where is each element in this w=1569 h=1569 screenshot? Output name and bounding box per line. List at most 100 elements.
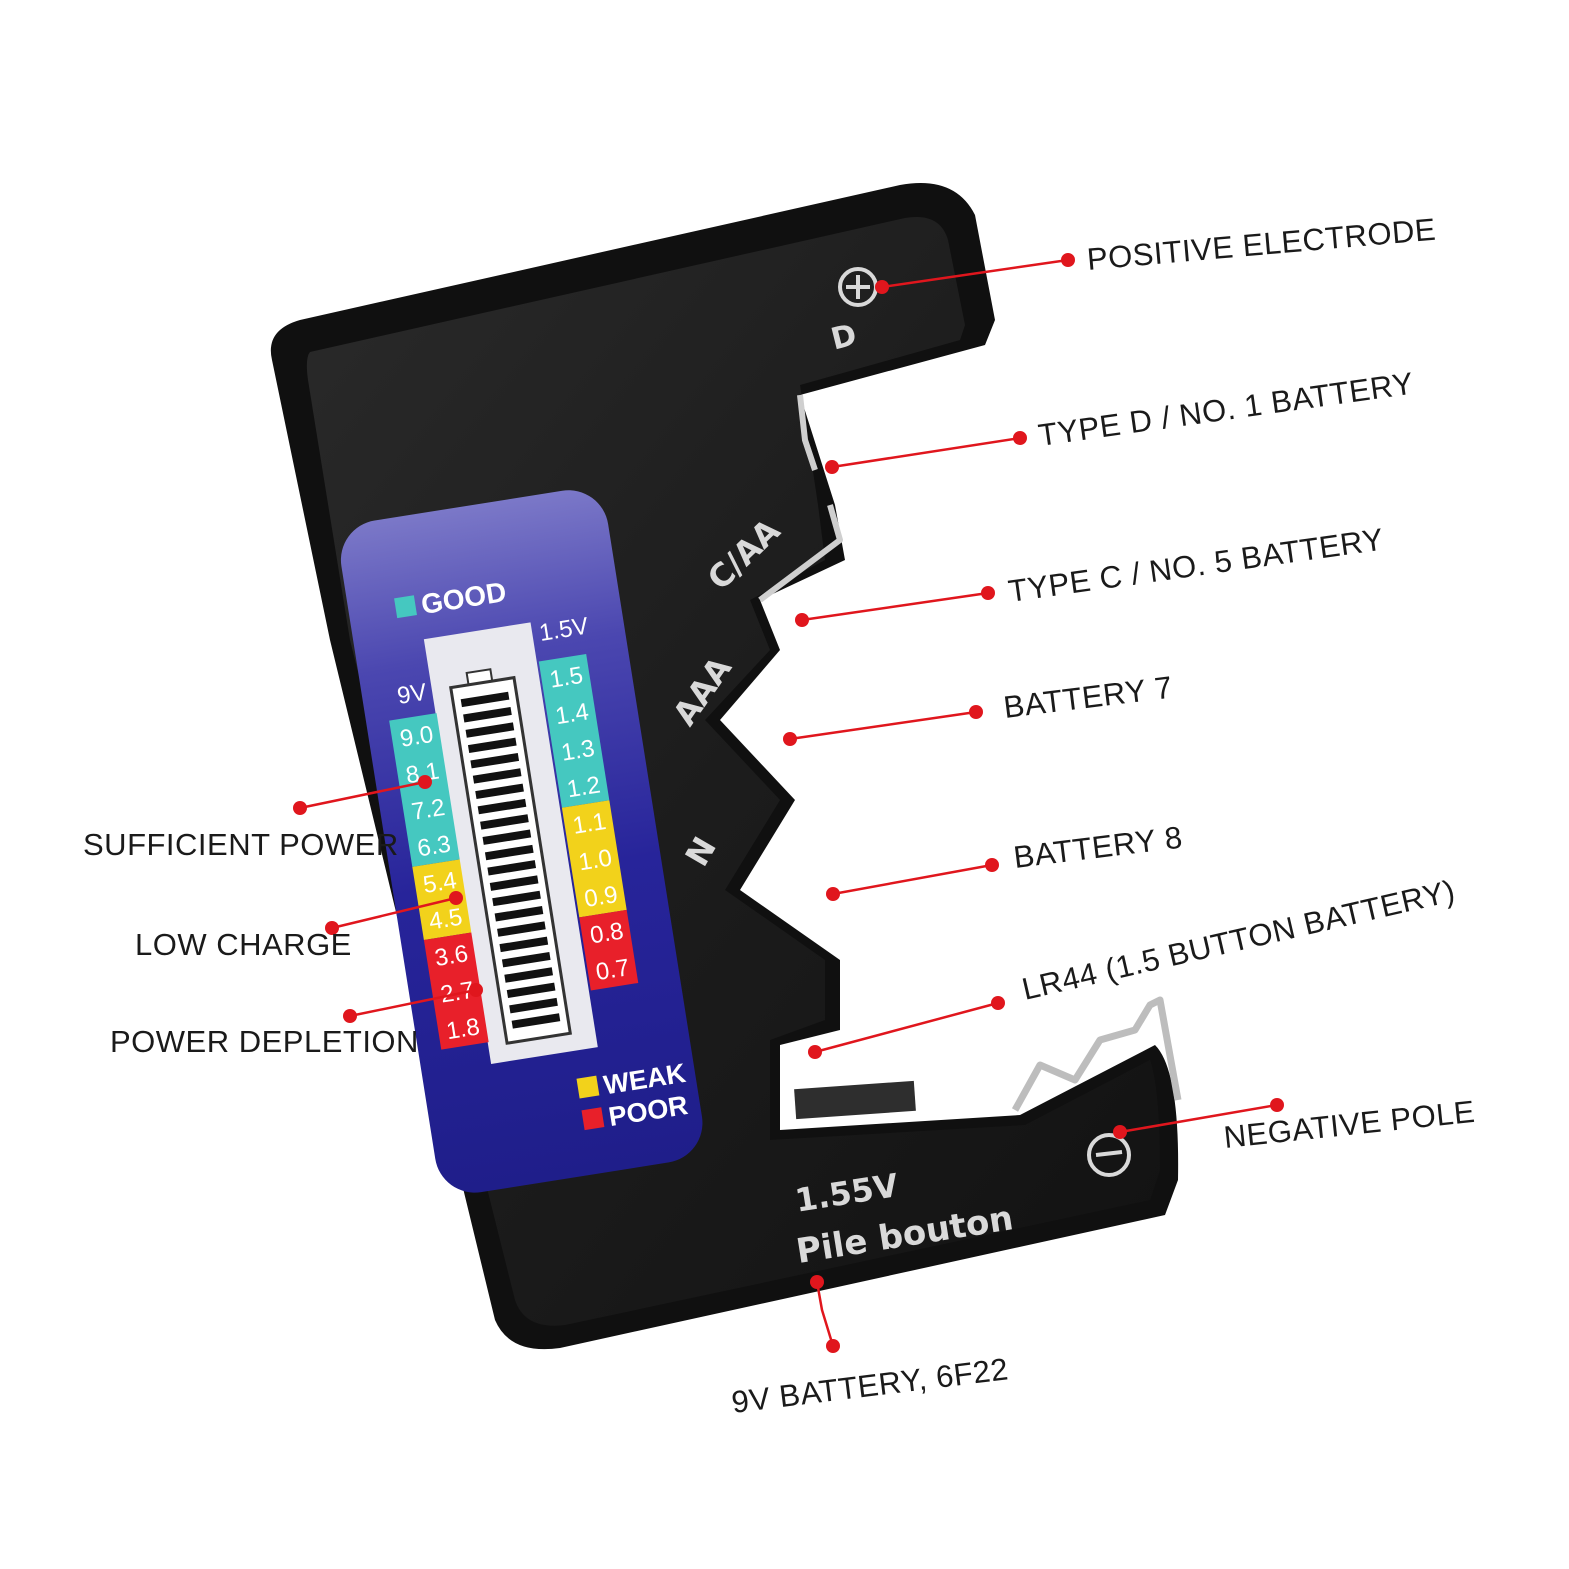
leader-dot bbox=[783, 732, 797, 746]
leader-dot bbox=[808, 1045, 822, 1059]
callout-battery-7: BATTERY 7 bbox=[1002, 670, 1175, 725]
callout-positive-electrode: POSITIVE ELECTRODE bbox=[1086, 212, 1438, 277]
leader-dot bbox=[826, 1339, 840, 1353]
leader-dot bbox=[825, 460, 839, 474]
scale-value: 0.9 bbox=[582, 881, 619, 913]
scale-value: 6.3 bbox=[415, 831, 452, 863]
scale-value: 1.1 bbox=[571, 808, 608, 840]
scale-value: 1.8 bbox=[444, 1013, 481, 1045]
lcd-gauge-bar bbox=[509, 997, 558, 1014]
leader-dot bbox=[1270, 1098, 1284, 1112]
leader-dot bbox=[810, 1275, 824, 1289]
scale-value: 9.0 bbox=[398, 721, 435, 753]
leader-dot bbox=[875, 280, 889, 294]
leader-dot bbox=[343, 1009, 357, 1023]
leader-dot bbox=[325, 921, 339, 935]
scale-band-poor bbox=[423, 932, 489, 1050]
leader-dot bbox=[449, 891, 463, 905]
lcd-gauge-bar bbox=[467, 737, 517, 754]
lcd-gauge-bar bbox=[484, 844, 534, 861]
scale-9v-header: 9V bbox=[395, 679, 428, 710]
leader-dot bbox=[1061, 253, 1075, 267]
leader-dot bbox=[1113, 1125, 1127, 1139]
scale-value: 1.4 bbox=[554, 698, 591, 730]
callout-sufficient-power: SUFFICIENT POWER bbox=[83, 827, 399, 862]
callout-negative-pole: NEGATIVE POLE bbox=[1222, 1094, 1477, 1155]
lcd-gauge-bar bbox=[504, 967, 553, 983]
leader-9v-battery bbox=[815, 1281, 835, 1347]
lcd-gauge-bar bbox=[499, 936, 549, 953]
meter-panel: GOOD 9V 9.08.17.26.35.44.53.62.71.8 1.5V… bbox=[340, 490, 703, 1193]
scale-value: 1.0 bbox=[577, 844, 614, 876]
legend-weak-swatch bbox=[576, 1075, 600, 1099]
lcd-battery-gauge bbox=[449, 668, 572, 1045]
lcd-gauge-bar bbox=[497, 921, 546, 937]
leader-negative-pole bbox=[1119, 1103, 1278, 1134]
leader-dot bbox=[985, 858, 999, 872]
leader-dot bbox=[981, 586, 995, 600]
callout-battery-8: BATTERY 8 bbox=[1012, 820, 1185, 875]
callout-leaders bbox=[293, 253, 1284, 1353]
callout-type-c: TYPE C / NO. 5 BATTERY bbox=[1006, 522, 1386, 609]
lcd-gauge-bar bbox=[482, 829, 532, 845]
lcd-gauge-bar bbox=[492, 890, 541, 907]
scale-band-good bbox=[389, 713, 460, 867]
lcd-gauge-bar bbox=[480, 814, 529, 830]
leader-dot bbox=[826, 887, 840, 901]
scale-value: 7.2 bbox=[410, 794, 447, 826]
callout-type-d: TYPE D / NO. 1 BATTERY bbox=[1036, 366, 1416, 453]
leader-lr44 bbox=[814, 1001, 999, 1054]
leader-low-charge bbox=[331, 896, 457, 930]
leader-dot bbox=[991, 996, 1005, 1010]
lcd-gauge-bar bbox=[506, 982, 556, 999]
scale-value: 1.2 bbox=[565, 771, 602, 803]
lcd-gauge-bar bbox=[460, 691, 510, 708]
lcd-gauge-bar bbox=[477, 798, 527, 815]
lcd-gauge-bar bbox=[489, 875, 539, 891]
callout-9v-battery: 9V BATTERY, 6F22 bbox=[730, 1351, 1011, 1420]
lcd-gauge-bar bbox=[470, 752, 520, 769]
leader-type-d bbox=[831, 436, 1021, 469]
lcd-gauge-bar bbox=[463, 707, 512, 723]
scale-value: 4.5 bbox=[427, 904, 464, 936]
lcd-gauge-bar bbox=[475, 783, 524, 799]
scale-band-poor bbox=[579, 909, 639, 991]
callout-low-charge: LOW CHARGE bbox=[135, 927, 352, 962]
leader-battery-8 bbox=[832, 863, 993, 896]
legend-poor-swatch bbox=[581, 1107, 605, 1131]
scale-15v: 1.5 1.4 1.3 1.2 1.1 1.0 0.9 0.8 0.7 bbox=[538, 654, 639, 991]
scale-value: 0.8 bbox=[588, 918, 625, 950]
scale-value: 1.5 bbox=[548, 662, 585, 694]
lcd-gauge-bar bbox=[487, 860, 537, 876]
callout-lr44: LR44 (1.5 BUTTON BATTERY) bbox=[1019, 873, 1459, 1007]
lcd-gauge-bar bbox=[465, 722, 515, 738]
lcd-gauge-bar bbox=[501, 951, 551, 968]
leader-positive-electrode bbox=[881, 258, 1069, 289]
leader-dot bbox=[795, 613, 809, 627]
minus-in-circle-icon bbox=[1087, 1133, 1131, 1177]
scale-band-good bbox=[538, 654, 610, 808]
scale-value: 1.3 bbox=[559, 735, 596, 767]
contact-spring-d bbox=[758, 394, 843, 603]
scale-value: 0.7 bbox=[594, 954, 631, 986]
lcd-gauge-bar bbox=[472, 768, 522, 784]
leader-type-c bbox=[801, 591, 989, 622]
leader-sufficient-power bbox=[299, 780, 426, 810]
contact-plate bbox=[794, 1080, 916, 1120]
leader-dot bbox=[293, 801, 307, 815]
leader-battery-7 bbox=[789, 710, 977, 741]
scale-band-low bbox=[561, 800, 627, 918]
leader-dot bbox=[969, 705, 983, 719]
callout-power-depletion: POWER DEPLETION bbox=[110, 1024, 419, 1059]
lcd-gauge-bar bbox=[494, 906, 544, 922]
scale-band-low bbox=[412, 859, 472, 940]
lcd-gauge-bars bbox=[460, 691, 561, 1029]
leader-dot bbox=[469, 983, 483, 997]
legend-good-swatch bbox=[394, 595, 417, 619]
scale-value: 3.6 bbox=[433, 940, 470, 972]
leader-power-depletion bbox=[349, 988, 477, 1018]
contact-spring-button bbox=[1011, 996, 1182, 1112]
leader-dot bbox=[418, 775, 432, 789]
lcd-gauge-bar bbox=[511, 1013, 561, 1029]
